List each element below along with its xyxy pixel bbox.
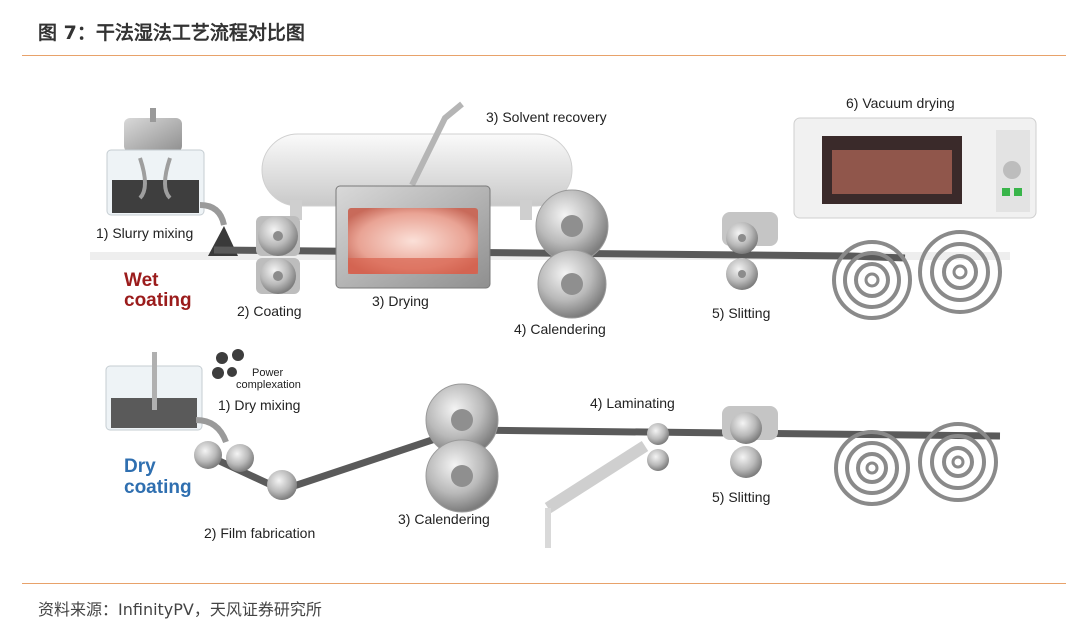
current-collector-foil xyxy=(544,440,649,514)
label-calendering-dry: 3) Calendering xyxy=(398,511,490,527)
label-coating: 2) Coating xyxy=(237,303,302,319)
top-divider xyxy=(22,55,1066,56)
powder-particles xyxy=(212,349,244,379)
laminating-rollers xyxy=(647,423,669,471)
label-calendering-wet: 4) Calendering xyxy=(514,321,606,337)
slurry-mixer xyxy=(106,108,227,226)
calendering-rollers-dry xyxy=(425,383,499,513)
category-dry-line2: coating xyxy=(124,477,192,498)
label-power: Power xyxy=(252,367,284,379)
dry-spools xyxy=(834,422,998,506)
label-solvent-recovery: 3) Solvent recovery xyxy=(486,109,607,125)
category-wet-line2: coating xyxy=(124,290,192,311)
dry-coating-process xyxy=(105,349,1001,548)
label-complexation: complexation xyxy=(236,379,301,391)
bottom-divider xyxy=(22,583,1066,584)
dry-mixer xyxy=(105,352,229,444)
source-note: 资料来源：InfinityPV，天风证券研究所 xyxy=(38,600,322,619)
label-slitting-dry: 5) Slitting xyxy=(712,489,770,505)
category-dry-line1: Dry xyxy=(124,456,156,477)
coating-rollers xyxy=(256,216,300,294)
drying-oven xyxy=(335,185,491,289)
label-film-fabrication: 2) Film fabrication xyxy=(204,525,315,541)
wet-spools xyxy=(832,230,1002,320)
label-dry-mixing: 1) Dry mixing xyxy=(218,397,300,413)
label-vacuum-drying: 6) Vacuum drying xyxy=(846,95,955,111)
figure-title: 图 7：干法湿法工艺流程对比图 xyxy=(38,22,305,44)
slitting-rollers-wet xyxy=(722,212,778,290)
label-slurry-mixing: 1) Slurry mixing xyxy=(96,225,193,241)
vacuum-oven xyxy=(793,117,1037,219)
wet-coating-process xyxy=(90,101,1037,320)
label-drying: 3) Drying xyxy=(372,293,429,309)
label-slitting-wet: 5) Slitting xyxy=(712,305,770,321)
film-fabrication-rollers xyxy=(194,441,297,500)
label-laminating: 4) Laminating xyxy=(590,395,675,411)
slitting-rollers-dry xyxy=(722,406,778,478)
calendering-rollers-wet xyxy=(535,189,609,319)
category-wet-line1: Wet xyxy=(124,270,159,291)
